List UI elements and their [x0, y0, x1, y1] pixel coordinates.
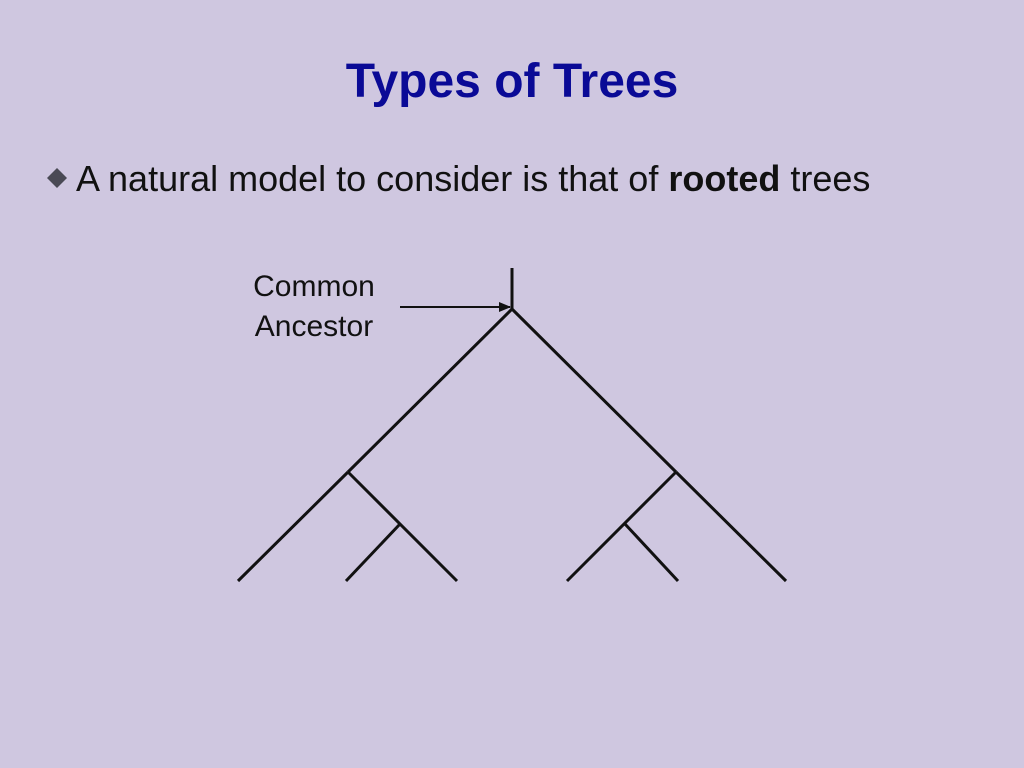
tree-edge-root-left — [346, 307, 514, 474]
bullet-point: A natural model to consider is that of r… — [46, 154, 870, 204]
diamond-bullet-icon — [46, 154, 70, 204]
tree-edge-right-inner-leaf — [623, 522, 680, 583]
bullet-text-after: trees — [780, 158, 871, 199]
tree-edge-left-inner-leaf — [344, 522, 402, 583]
bullet-text-emphasis: rooted — [668, 158, 781, 199]
tree-edge-right-inner — [565, 470, 678, 583]
tree-edge-left-outer-leaf — [236, 470, 350, 583]
tree-edge-right-outer-leaf — [674, 470, 788, 583]
slide-title: Types of Trees — [345, 55, 679, 108]
bullet-text: A natural model to consider is that of r… — [76, 158, 870, 200]
tree-edge-left-inner — [346, 470, 459, 583]
tree-edge-root-right — [510, 307, 678, 474]
ancestor-label-line-1: Common — [253, 270, 375, 303]
bullet-text-before: A natural model to consider is that of — [76, 158, 669, 199]
ancestor-label-line-2: Ancestor — [255, 310, 373, 343]
